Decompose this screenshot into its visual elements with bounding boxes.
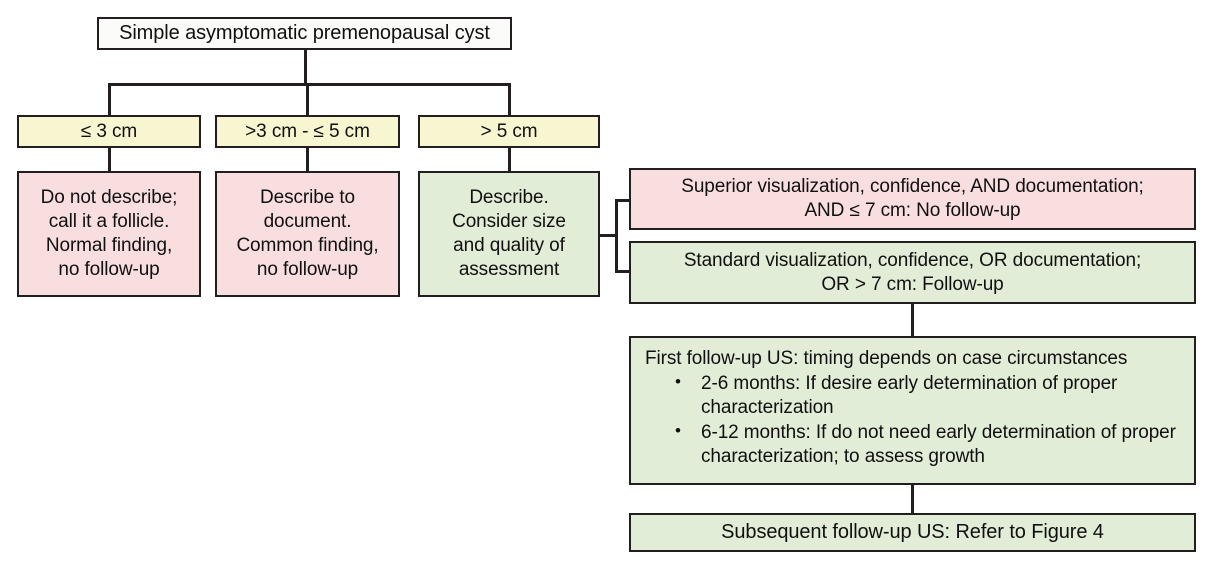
node-size-category-2-label: >3 cm - ≤ 5 cm <box>245 120 370 142</box>
rec-3-line-1: Describe. <box>469 187 549 209</box>
rec-3-line-2: Consider size <box>452 211 566 233</box>
rec-1-line-4: no follow-up <box>58 258 160 280</box>
node-recommendation-2[interactable]: Describe to document. Common finding, no… <box>215 171 400 297</box>
superior-line-2: AND ≤ 7 cm: No follow-up <box>804 200 1021 221</box>
connector-cat-2-to-rec-2 <box>306 148 309 172</box>
first-followup-list: • 2-6 months: If desire early determinat… <box>645 372 1182 469</box>
node-size-category-3-label: > 5 cm <box>480 120 538 142</box>
connector-standard-to-first-followup <box>911 304 914 336</box>
connector-to-superior-branch <box>615 199 631 202</box>
node-recommendation-3[interactable]: Describe. Consider size and quality of a… <box>418 171 600 297</box>
node-subsequent-followup-label: Subsequent follow-up US: Refer to Figure… <box>721 520 1104 543</box>
standard-line-2: OR > 7 cm: Follow-up <box>821 273 1004 295</box>
rec-3-line-3: and quality of <box>453 235 565 256</box>
node-size-category-2[interactable]: >3 cm - ≤ 5 cm <box>215 115 400 148</box>
connector-bus-to-cat-1 <box>108 83 111 116</box>
node-recommendation-3-text: Describe. Consider size and quality of a… <box>420 186 598 282</box>
connector-bus-to-cat-3 <box>508 83 511 116</box>
node-recommendation-1-text: Do not describe; call it a follicle. Nor… <box>19 186 199 282</box>
connector-cat-3-to-rec-3 <box>508 148 511 172</box>
list-item: • 6-12 months: If do not need early dete… <box>669 421 1182 469</box>
node-recommendation-2-text: Describe to document. Common finding, no… <box>217 186 398 282</box>
connector-describe-riser <box>615 199 618 272</box>
first-followup-item-1: 2-6 months: If desire early determinatio… <box>701 372 1118 418</box>
superior-line-1: Superior visualization, confidence, AND … <box>681 176 1144 198</box>
rec-2-line-2: document. <box>263 211 352 233</box>
connector-describe-stub <box>600 234 617 237</box>
rec-1-line-2: call it a follicle. <box>48 211 170 233</box>
node-root[interactable]: Simple asymptomatic premenopausal cyst <box>97 17 512 50</box>
node-standard-branch[interactable]: Standard visualization, confidence, OR d… <box>629 241 1196 304</box>
node-size-category-3[interactable]: > 5 cm <box>418 115 600 148</box>
node-recommendation-1[interactable]: Do not describe; call it a follicle. Nor… <box>17 171 201 297</box>
node-superior-branch[interactable]: Superior visualization, confidence, AND … <box>629 168 1196 230</box>
connector-bus-to-cat-2 <box>306 83 309 116</box>
connector-first-to-subsequent-followup <box>911 485 914 513</box>
node-first-followup[interactable]: First follow-up US: timing depends on ca… <box>629 336 1196 485</box>
node-superior-branch-text: Superior visualization, confidence, AND … <box>631 175 1194 223</box>
connector-root-down <box>304 48 307 83</box>
connector-horizontal-bus <box>108 83 511 86</box>
bullet-icon: • <box>675 371 681 391</box>
rec-1-line-3: Normal finding, <box>45 235 173 256</box>
rec-2-line-4: no follow-up <box>256 258 359 280</box>
rec-2-line-3: Common finding, <box>236 235 379 256</box>
first-followup-item-2: 6-12 months: If do not need early determ… <box>701 421 1176 467</box>
connector-to-standard-branch <box>615 270 631 273</box>
standard-line-1: Standard visualization, confidence, OR d… <box>683 249 1142 271</box>
first-followup-lead: First follow-up US: timing depends on ca… <box>645 348 1128 369</box>
bullet-icon: • <box>675 420 681 440</box>
node-size-category-1-label: ≤ 3 cm <box>80 120 138 142</box>
node-standard-branch-text: Standard visualization, confidence, OR d… <box>631 249 1194 297</box>
rec-1-line-1: Do not describe; <box>40 187 178 209</box>
node-root-label: Simple asymptomatic premenopausal cyst <box>119 21 490 44</box>
connector-cat-1-to-rec-1 <box>108 148 111 172</box>
rec-3-line-4: assessment <box>458 258 560 280</box>
rec-2-line-1: Describe to <box>260 187 355 209</box>
list-item: • 2-6 months: If desire early determinat… <box>669 372 1182 420</box>
node-subsequent-followup[interactable]: Subsequent follow-up US: Refer to Figure… <box>629 513 1196 552</box>
node-size-category-1[interactable]: ≤ 3 cm <box>17 115 201 148</box>
